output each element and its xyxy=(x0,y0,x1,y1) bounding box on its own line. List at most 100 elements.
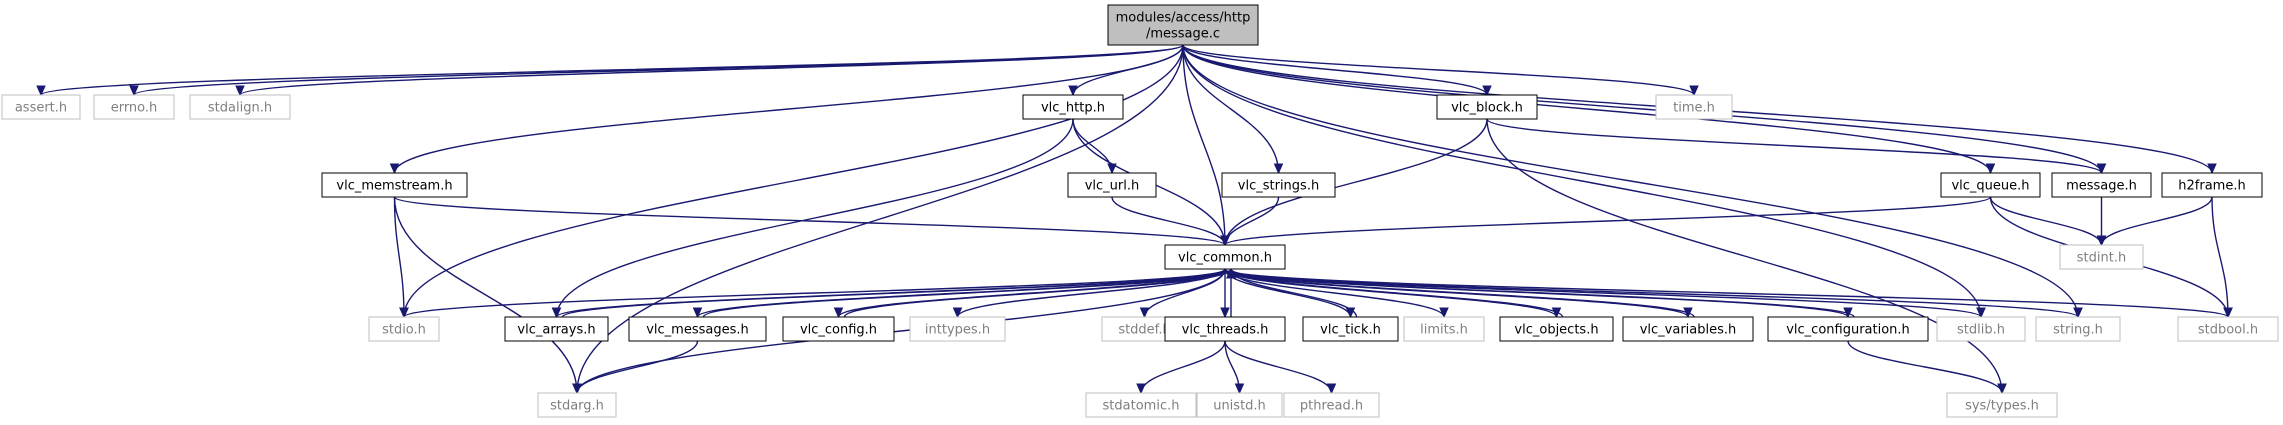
edge-message_c-to-errno_h xyxy=(129,44,1184,97)
node-h2frame-h[interactable]: h2frame.h xyxy=(2161,172,2263,198)
node-vlc-memstream-h[interactable]: vlc_memstream.h xyxy=(321,172,468,198)
node-label: vlc_url.h xyxy=(1085,179,1140,194)
edge-line xyxy=(1182,44,1992,174)
node-box xyxy=(909,316,1006,342)
edge-arrowhead xyxy=(235,85,245,97)
edge-vlc_threads_h-to-stdatomic_h xyxy=(1136,340,1226,395)
node-vlc-variables-h[interactable]: vlc_variables.h xyxy=(1622,316,1754,342)
node-message-c[interactable]: modules/access/http/message.c xyxy=(1107,4,1259,46)
edge-arrowhead xyxy=(1139,307,1150,319)
node-label: vlc_objects.h xyxy=(1514,323,1598,338)
node-box xyxy=(1067,172,1157,198)
edge-message_c-to-vlc_common_h xyxy=(1182,44,1230,247)
edge-line xyxy=(1989,196,2103,246)
node-label: assert.h xyxy=(15,101,67,116)
edge-arrowhead xyxy=(833,307,844,319)
edge-line xyxy=(1230,268,1695,318)
edge-line xyxy=(2211,196,2229,318)
edge-line xyxy=(1224,118,1488,246)
edge-line xyxy=(1072,44,1184,96)
node-vlc-block-h[interactable]: vlc_block.h xyxy=(1436,94,1538,120)
node-box xyxy=(1302,316,1399,342)
node-box xyxy=(1107,4,1259,46)
node-label: stdarg.h xyxy=(550,399,604,414)
edge-vlc_objects_h-to-vlc_common_h xyxy=(1226,267,1564,318)
node-vlc-url-h[interactable]: vlc_url.h xyxy=(1067,172,1157,198)
edge-line xyxy=(1230,268,1564,318)
edge-arrowhead xyxy=(551,307,562,319)
edge-arrowhead xyxy=(1234,383,1245,395)
edge-vlc_common_h-to-stdbool_h xyxy=(1224,268,2233,319)
edge-line xyxy=(1182,44,1226,246)
edge-line xyxy=(561,268,1232,318)
edge-arrowhead xyxy=(2096,235,2107,247)
edge-arrowhead xyxy=(1985,163,1996,175)
edge-arrowhead xyxy=(692,307,703,319)
edge-line xyxy=(1224,268,2229,318)
edge-vlc_memstream_h-to-stdarg_h xyxy=(393,196,582,395)
edge-vlc_arrays_h-to-vlc_common_h xyxy=(561,267,1236,318)
edge-vlc_block_h-to-message_h xyxy=(1486,118,2107,175)
node-label: stdalign.h xyxy=(208,101,272,116)
node-box xyxy=(1164,316,1286,342)
edge-arrowhead xyxy=(2223,307,2233,319)
node-box xyxy=(368,316,440,342)
edge-line xyxy=(403,268,1226,318)
edge-line xyxy=(2100,196,2213,246)
node-label: stdlib.h xyxy=(1957,323,2005,338)
edge-arrowhead xyxy=(2096,163,2107,175)
edge-vlc_common_h-to-limits_h xyxy=(1224,268,1449,319)
node-vlc-strings-h[interactable]: vlc_strings.h xyxy=(1221,172,1336,198)
edge-line xyxy=(393,196,1226,246)
edge-vlc_memstream_h-to-stdio_h xyxy=(393,196,409,319)
node-label: stdio.h xyxy=(382,323,426,338)
node-unistd-h: unistd.h xyxy=(1196,392,1283,418)
edge-line xyxy=(393,196,405,318)
node-vlc-http-h[interactable]: vlc_http.h xyxy=(1022,94,1124,120)
edge-line xyxy=(393,196,578,394)
node-vlc-threads-h[interactable]: vlc_threads.h xyxy=(1164,316,1286,342)
node-errno-h: errno.h xyxy=(93,94,175,120)
node-vlc-messages-h[interactable]: vlc_messages.h xyxy=(628,316,767,342)
node-box xyxy=(537,392,617,418)
node-vlc-objects-h[interactable]: vlc_objects.h xyxy=(1499,316,1614,342)
node-box xyxy=(189,94,291,120)
edge-message_c-to-vlc_queue_h xyxy=(1182,44,1996,175)
node-box xyxy=(1221,172,1336,198)
node-vlc-config-h[interactable]: vlc_config.h xyxy=(782,316,895,342)
node-vlc-configuration-h[interactable]: vlc_configuration.h xyxy=(1767,316,1929,342)
edge-arrowhead xyxy=(399,307,409,319)
node-vlc-common-h[interactable]: vlc_common.h xyxy=(1164,244,1286,270)
edge-arrowhead xyxy=(1326,383,1337,395)
node-vlc-arrays-h[interactable]: vlc_arrays.h xyxy=(504,316,609,342)
node-label: h2frame.h xyxy=(2178,179,2245,194)
edge-line xyxy=(1182,44,2079,318)
edge-line xyxy=(843,268,1232,318)
node-assert-h: assert.h xyxy=(1,94,81,120)
node-label: stddef.h xyxy=(1118,323,1170,338)
node-box xyxy=(2059,244,2144,270)
node-label: vlc_memstream.h xyxy=(336,179,452,194)
edge-vlc_memstream_h-to-vlc_common_h xyxy=(393,196,1230,247)
node-label: vlc_variables.h xyxy=(1640,323,1737,338)
node-vlc-tick-h[interactable]: vlc_tick.h xyxy=(1302,316,1399,342)
edge-arrowhead xyxy=(2207,163,2217,175)
edge-vlc_configuration_h-to-vlc_common_h xyxy=(1226,267,1855,318)
node-box xyxy=(1283,392,1380,418)
node-box xyxy=(1936,316,2026,342)
node-message-h[interactable]: message.h xyxy=(2051,172,2152,198)
node-stdint-h: stdint.h xyxy=(2059,244,2144,270)
edge-line xyxy=(1224,340,1333,394)
node-box xyxy=(1,94,81,120)
node-inttypes-h: inttypes.h xyxy=(909,316,1006,342)
edge-line xyxy=(1111,196,1226,246)
node-label: vlc_arrays.h xyxy=(517,323,595,338)
node-label: inttypes.h xyxy=(925,323,990,338)
edge-line xyxy=(576,44,1184,394)
edge-arrowhead xyxy=(1226,267,1236,279)
edge-message_c-to-stdalign_h xyxy=(235,44,1184,97)
node-box xyxy=(504,316,609,342)
edge-line xyxy=(1486,118,2003,394)
node-vlc-queue-h[interactable]: vlc_queue.h xyxy=(1940,172,2041,198)
node-pthread-h: pthread.h xyxy=(1283,392,1380,418)
